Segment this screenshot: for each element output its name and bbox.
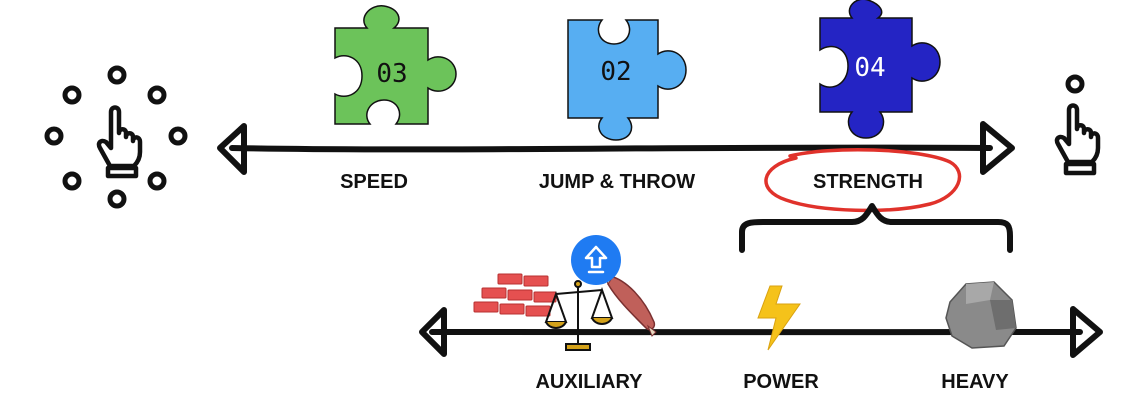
- puzzle-piece-number: 02: [600, 57, 631, 87]
- puzzle-piece-04: 04: [819, 0, 941, 139]
- tap-multi-touch-icon: [44, 65, 188, 209]
- curly-brace: [739, 203, 1013, 253]
- tap-single-touch-icon: [1054, 74, 1101, 176]
- top-axis: [217, 121, 1015, 175]
- puzzle-piece-02: 02: [567, 19, 687, 141]
- lightning-icon: [757, 285, 801, 351]
- rock-icon: [945, 281, 1017, 349]
- highlight-circle: [764, 148, 962, 213]
- muscle-icon: [603, 270, 657, 337]
- top-category-label: JUMP & THROW: [539, 171, 695, 193]
- puzzle-piece-03: 03: [334, 5, 457, 125]
- bottom-category-label: HEAVY: [941, 371, 1009, 393]
- scale-icon: [544, 280, 614, 351]
- top-category-label: SPEED: [340, 171, 408, 193]
- puzzle-piece-number: 03: [376, 59, 407, 89]
- upload-arrow-icon[interactable]: [571, 235, 621, 285]
- bottom-category-label: AUXILIARY: [535, 371, 643, 393]
- top-category-label-strength: STRENGTH: [813, 171, 923, 193]
- bottom-category-label: POWER: [743, 371, 819, 393]
- puzzle-piece-number: 04: [854, 53, 885, 83]
- bricks-icon: [473, 273, 557, 317]
